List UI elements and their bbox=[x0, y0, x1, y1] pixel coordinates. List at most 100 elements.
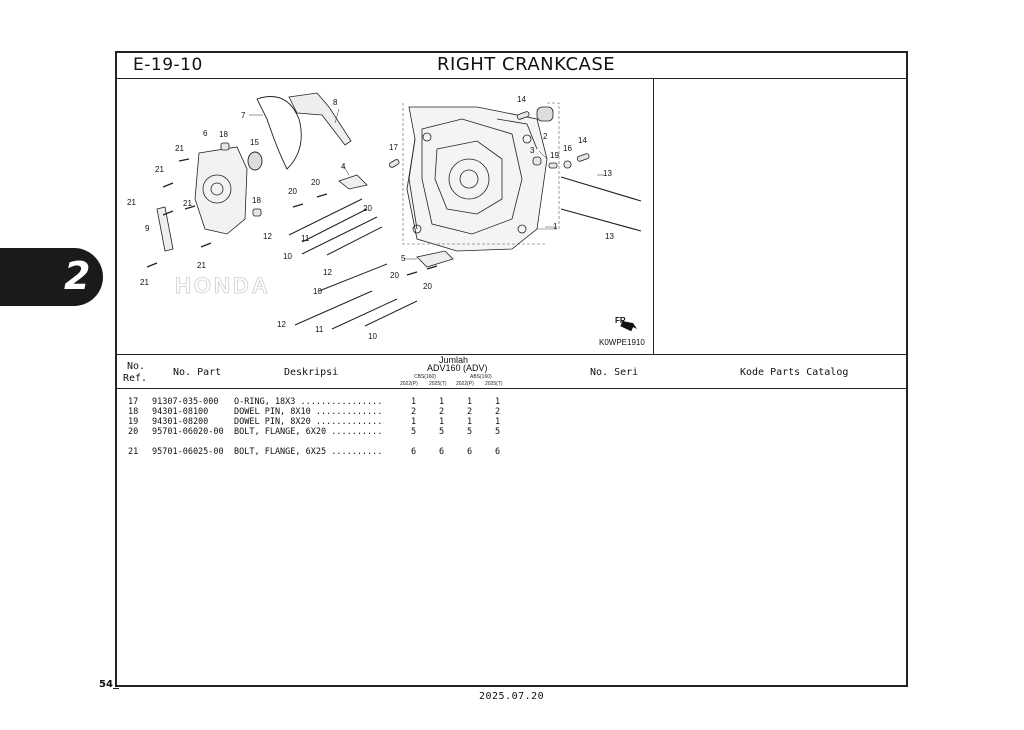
header-part-no: No. Part bbox=[173, 367, 222, 378]
row-ref: 18 bbox=[128, 407, 139, 417]
section-code: E-19-10 bbox=[133, 55, 203, 75]
row-description: BOLT, FLANGE, 6X20 .......... bbox=[234, 427, 383, 437]
callout-10c: 10 bbox=[368, 332, 377, 341]
cover-shape bbox=[194, 146, 248, 235]
row-part-no: 91307-035-000 bbox=[152, 397, 219, 407]
callout-12b: 12 bbox=[323, 268, 332, 277]
callout-21c: 21 bbox=[127, 198, 136, 207]
table-row: 18 94301-08100 DOWEL PIN, 8X10 .........… bbox=[117, 407, 537, 417]
row-ref: 21 bbox=[128, 447, 139, 457]
callout-20e: 20 bbox=[423, 282, 432, 291]
header-year-4: 2025(T) bbox=[485, 381, 503, 387]
callout-2: 2 bbox=[543, 132, 548, 141]
row-qty-1: 6 bbox=[411, 447, 417, 457]
row-description: O-RING, 18X3 ................ bbox=[234, 397, 383, 407]
row-qty-4: 5 bbox=[495, 427, 501, 437]
callout-11b: 11 bbox=[315, 325, 324, 334]
row-qty-4: 6 bbox=[495, 447, 501, 457]
row-qty-1: 1 bbox=[411, 397, 417, 407]
row-qty-4: 2 bbox=[495, 407, 501, 417]
title-bar: E-19-10 RIGHT CRANKCASE bbox=[117, 53, 906, 79]
callout-6: 6 bbox=[203, 129, 208, 138]
callout-10b: 10 bbox=[313, 287, 322, 296]
blank-panel bbox=[654, 79, 908, 355]
header-year-2: 2025(T) bbox=[429, 381, 447, 387]
header-ref-line1: No. bbox=[127, 361, 146, 372]
row-qty-4: 1 bbox=[495, 417, 501, 427]
header-model: ADV160 (ADV) bbox=[427, 363, 488, 373]
row-qty-1: 5 bbox=[411, 427, 417, 437]
callout-17: 17 bbox=[389, 143, 398, 152]
callout-8: 8 bbox=[333, 98, 338, 107]
header-serial: No. Seri bbox=[590, 367, 639, 378]
header-catalog: Kode Parts Catalog bbox=[740, 367, 849, 378]
callout-7: 7 bbox=[241, 111, 246, 120]
callout-5: 5 bbox=[401, 254, 406, 263]
section-tab-number: 2 bbox=[64, 254, 91, 298]
callout-21b: 21 bbox=[155, 165, 164, 174]
row-description: DOWEL PIN, 8X20 ............. bbox=[234, 417, 383, 427]
callout-20a: 20 bbox=[288, 187, 297, 196]
table-row: 20 95701-06020-00 BOLT, FLANGE, 6X20 ...… bbox=[117, 427, 537, 437]
callout-21d: 21 bbox=[183, 199, 192, 208]
header-variant-cbs: CBS(160) bbox=[414, 374, 436, 380]
row-qty-3: 6 bbox=[467, 447, 473, 457]
callout-18a: 18 bbox=[219, 130, 228, 139]
callout-13a: 13 bbox=[603, 169, 612, 178]
header-ref-line2: Ref. bbox=[123, 373, 148, 384]
page-number: 54 bbox=[99, 679, 113, 690]
table-row: 19 94301-08200 DOWEL PIN, 8X20 .........… bbox=[117, 417, 537, 427]
callout-20b: 20 bbox=[311, 178, 320, 187]
crankcase-shape bbox=[406, 106, 548, 252]
row-qty-3: 1 bbox=[467, 417, 473, 427]
row-qty-3: 1 bbox=[467, 397, 473, 407]
callout-11a: 11 bbox=[301, 234, 310, 243]
callout-16: 16 bbox=[563, 144, 572, 153]
callout-13b: 13 bbox=[605, 232, 614, 241]
callout-3: 3 bbox=[530, 146, 535, 155]
row-qty-2: 6 bbox=[439, 447, 445, 457]
callout-12c: 12 bbox=[277, 320, 286, 329]
exploded-diagram: HONDA bbox=[117, 79, 654, 355]
callout-12a: 12 bbox=[263, 232, 272, 241]
callout-18b: 18 bbox=[252, 196, 261, 205]
header-description: Deskripsi bbox=[284, 367, 339, 378]
catalog-frame: E-19-10 RIGHT CRANKCASE HONDA bbox=[115, 51, 908, 687]
page-number-rule bbox=[113, 688, 119, 689]
row-ref: 17 bbox=[128, 397, 139, 407]
row-qty-4: 1 bbox=[495, 397, 501, 407]
row-ref: 19 bbox=[128, 417, 139, 427]
table-row: 17 91307-035-000 O-RING, 18X3 ..........… bbox=[117, 397, 537, 407]
row-part-no: 94301-08200 bbox=[152, 417, 209, 427]
header-year-3: 2022(P) bbox=[456, 381, 474, 387]
crankcase-drawing: HONDA bbox=[127, 92, 645, 347]
callout-19: 19 bbox=[550, 151, 559, 160]
row-qty-1: 1 bbox=[411, 417, 417, 427]
direction-label: FR. bbox=[615, 316, 628, 325]
section-title: RIGHT CRANKCASE bbox=[437, 54, 616, 75]
table-header: No. Ref. No. Part Deskripsi Jumlah ADV16… bbox=[117, 354, 906, 389]
callout-15: 15 bbox=[250, 138, 259, 147]
header-variant-abs: ABS(160) bbox=[470, 374, 492, 380]
section-tab: 2 bbox=[0, 248, 103, 306]
row-qty-2: 2 bbox=[439, 407, 445, 417]
row-qty-3: 2 bbox=[467, 407, 473, 417]
row-qty-2: 1 bbox=[439, 417, 445, 427]
callout-14b: 14 bbox=[578, 136, 587, 145]
table-row: 21 95701-06025-00 BOLT, FLANGE, 6X25 ...… bbox=[117, 447, 537, 457]
callout-21a: 21 bbox=[175, 144, 184, 153]
watermark-text: HONDA bbox=[175, 273, 271, 298]
image-code: K0WPE1910 bbox=[599, 338, 645, 347]
footer-date: 2025.07.20 bbox=[479, 691, 545, 702]
callout-9: 9 bbox=[145, 224, 150, 233]
row-ref: 20 bbox=[128, 427, 139, 437]
row-part-no: 95701-06020-00 bbox=[152, 427, 224, 437]
callout-14a: 14 bbox=[517, 95, 526, 104]
callout-20c: 20 bbox=[363, 204, 372, 213]
callout-10a: 10 bbox=[283, 252, 292, 261]
row-part-no: 94301-08100 bbox=[152, 407, 209, 417]
callout-4: 4 bbox=[341, 162, 346, 171]
header-quantity: Jumlah bbox=[439, 355, 469, 365]
callout-20d: 20 bbox=[390, 271, 399, 280]
row-qty-2: 5 bbox=[439, 427, 445, 437]
